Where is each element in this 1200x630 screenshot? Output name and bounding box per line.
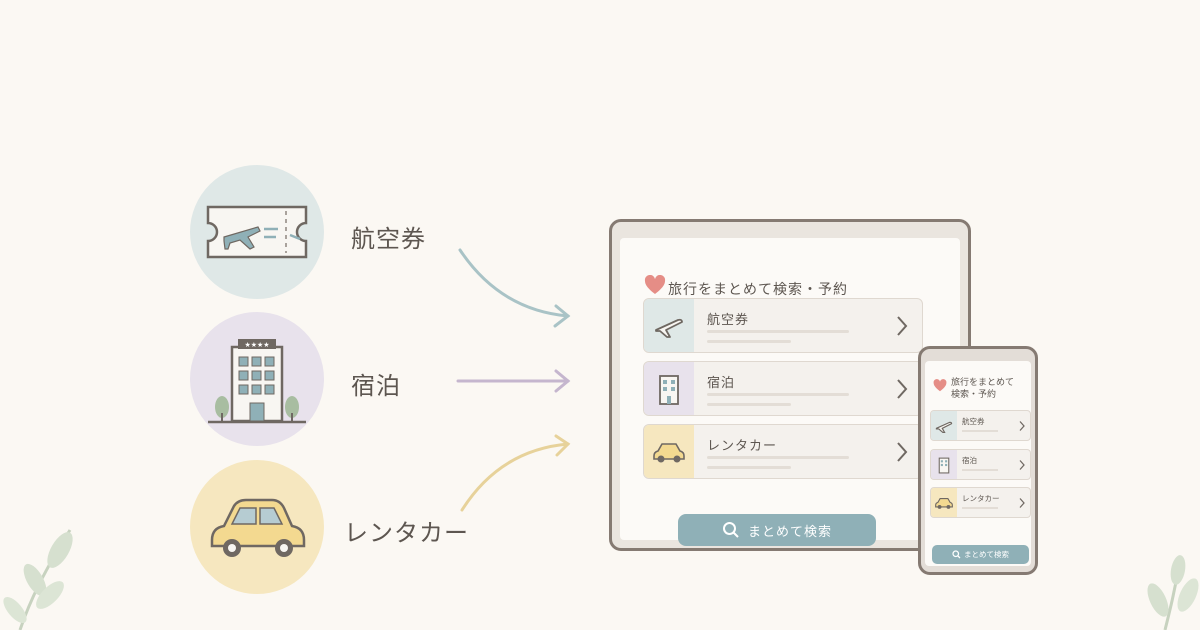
car-icon — [653, 442, 685, 462]
tablet-screen: 旅行をまとめて検索・予約 航空券 宿泊 — [620, 238, 960, 546]
tablet-row-label: 航空券 — [707, 313, 750, 328]
hotel-arrow-icon — [456, 369, 571, 393]
phone-row-label: 航空券 — [962, 417, 985, 426]
phone-row-label: 宿泊 — [962, 456, 977, 465]
svg-text:★★★★: ★★★★ — [244, 341, 269, 349]
tablet-row-flight[interactable]: 航空券 — [643, 298, 923, 353]
chevron-right-icon — [1019, 460, 1025, 470]
flight-ticket-icon — [206, 205, 308, 259]
search-icon — [722, 522, 739, 538]
flight-category-label: 航空券 — [351, 225, 426, 253]
hotel-category-label: 宿泊 — [351, 372, 401, 400]
chevron-right-icon — [897, 442, 908, 462]
tablet-mockup: 旅行をまとめて検索・予約 航空券 宿泊 — [609, 219, 971, 551]
tablet-title: 旅行をまとめて検索・予約 — [668, 282, 848, 298]
phone-mockup: 旅行をまとめて 検索・予約 航空券 宿泊 — [918, 346, 1038, 575]
tablet-search-button[interactable]: まとめて検索 — [678, 514, 876, 546]
phone-search-label: まとめて検索 — [964, 550, 1009, 559]
search-icon — [952, 550, 961, 559]
phone-row-label: レンタカー — [962, 494, 1000, 503]
phone-row-car[interactable]: レンタカー — [930, 487, 1031, 518]
flight-arrow-icon — [458, 248, 571, 328]
hotel-building-icon: ★★★★ — [208, 339, 306, 424]
chevron-right-icon — [1019, 421, 1025, 431]
phone-screen: 旅行をまとめて 検索・予約 航空券 宿泊 — [925, 361, 1031, 566]
tablet-row-label: 宿泊 — [707, 376, 736, 391]
flight-category-circle — [190, 165, 324, 299]
chevron-right-icon — [1019, 498, 1025, 508]
plane-icon — [935, 421, 953, 433]
tablet-row-label: レンタカー — [707, 439, 778, 454]
phone-title: 旅行をまとめて 検索・予約 — [951, 378, 1015, 400]
tablet-search-label: まとめて検索 — [747, 524, 832, 540]
plane-icon — [655, 318, 683, 338]
chevron-right-icon — [897, 316, 908, 336]
car-category-label: レンタカー — [344, 519, 469, 547]
phone-row-hotel[interactable]: 宿泊 — [930, 449, 1031, 480]
car-arrow-icon — [460, 434, 571, 512]
heart-icon — [644, 275, 666, 294]
heart-icon — [933, 379, 947, 392]
hotel-category-circle: ★★★★ — [190, 312, 324, 446]
car-icon — [935, 497, 953, 509]
hotel-icon — [659, 374, 679, 405]
rental-car-icon — [210, 498, 306, 557]
leaf-decoration-right-icon — [1147, 555, 1199, 630]
phone-search-button[interactable]: まとめて検索 — [932, 545, 1029, 564]
hotel-icon — [938, 457, 950, 473]
tablet-row-hotel[interactable]: 宿泊 — [643, 361, 923, 416]
chevron-right-icon — [897, 379, 908, 399]
tablet-row-car[interactable]: レンタカー — [643, 424, 923, 479]
leaf-decoration-left-icon — [3, 529, 73, 630]
phone-row-flight[interactable]: 航空券 — [930, 410, 1031, 441]
car-category-circle — [190, 460, 324, 594]
